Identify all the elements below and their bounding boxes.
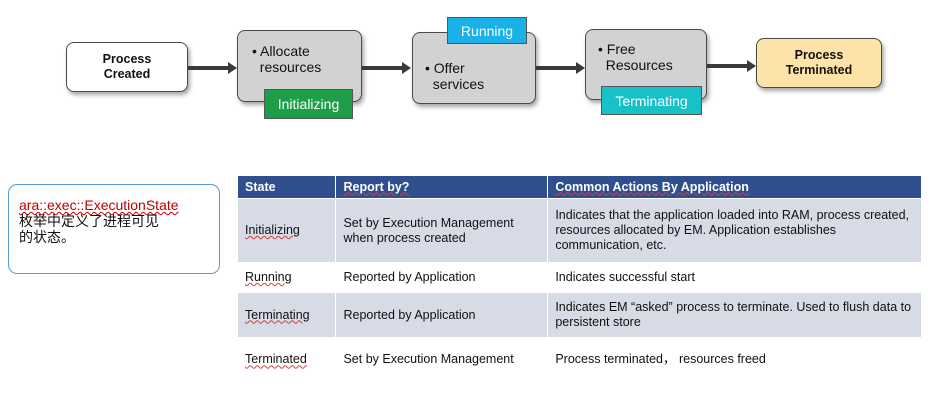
- table-row: Running Reported by Application Indicate…: [238, 262, 922, 293]
- process-created-label: Process Created: [102, 52, 152, 81]
- arrow-1: [188, 66, 228, 70]
- table-row: Initializing Set by Execution Management…: [238, 198, 922, 263]
- arrow-3: [536, 66, 576, 70]
- note-line-1: ara::exec::ExecutionState: [19, 197, 179, 213]
- arrow-2-head: [402, 62, 411, 74]
- report-cell: Set by Execution Management when process…: [335, 198, 549, 263]
- header-report-by: Report by?: [335, 176, 549, 199]
- initializing-badge: Initializing: [264, 89, 353, 119]
- header-state: State: [238, 176, 337, 199]
- state-cell: Initializing: [238, 198, 337, 263]
- report-cell: Reported by Application: [335, 292, 549, 338]
- table-row: Terminated Set by Execution Management P…: [238, 337, 922, 382]
- process-terminated-box: Process Terminated: [756, 38, 882, 88]
- header-common-actions: Common Actions By Application: [547, 176, 922, 199]
- offer-services-text: • Offer services: [425, 60, 485, 92]
- table-header-row: State Report by? Common Actions By Appli…: [238, 176, 922, 199]
- running-badge: Running: [447, 17, 527, 44]
- state-cell: Terminated: [238, 337, 337, 382]
- allocate-resources-text: • Allocate resources: [252, 43, 322, 75]
- action-cell: Process terminated， resources freed: [547, 337, 922, 382]
- note-line-3: 的状态。: [19, 229, 75, 245]
- arrow-3-head: [576, 62, 585, 74]
- free-resources-text: • Free Resources: [598, 41, 673, 73]
- arrow-2: [362, 66, 402, 70]
- arrow-4: [707, 64, 747, 68]
- table-row: Terminating Reported by Application Indi…: [238, 292, 922, 338]
- process-created-box: Process Created: [66, 42, 188, 92]
- note-line-2: 枚举中定义了进程可见: [19, 213, 159, 229]
- action-cell: Indicates successful start: [547, 262, 922, 293]
- report-cell: Set by Execution Management: [335, 337, 549, 382]
- action-cell: Indicates that the application loaded in…: [547, 198, 922, 263]
- terminating-badge: Terminating: [601, 86, 702, 115]
- arrow-4-head: [747, 60, 756, 72]
- arrow-1-head: [228, 62, 237, 74]
- execution-state-note: ara::exec::ExecutionState 枚举中定义了进程可见 的状态…: [8, 184, 220, 274]
- report-cell: Reported by Application: [335, 262, 549, 293]
- execution-state-table: State Report by? Common Actions By Appli…: [238, 176, 922, 382]
- process-terminated-label: Process Terminated: [785, 48, 853, 77]
- state-cell: Terminating: [238, 292, 337, 338]
- action-cell: Indicates EM “asked” process to terminat…: [547, 292, 922, 338]
- state-cell: Running: [238, 262, 337, 293]
